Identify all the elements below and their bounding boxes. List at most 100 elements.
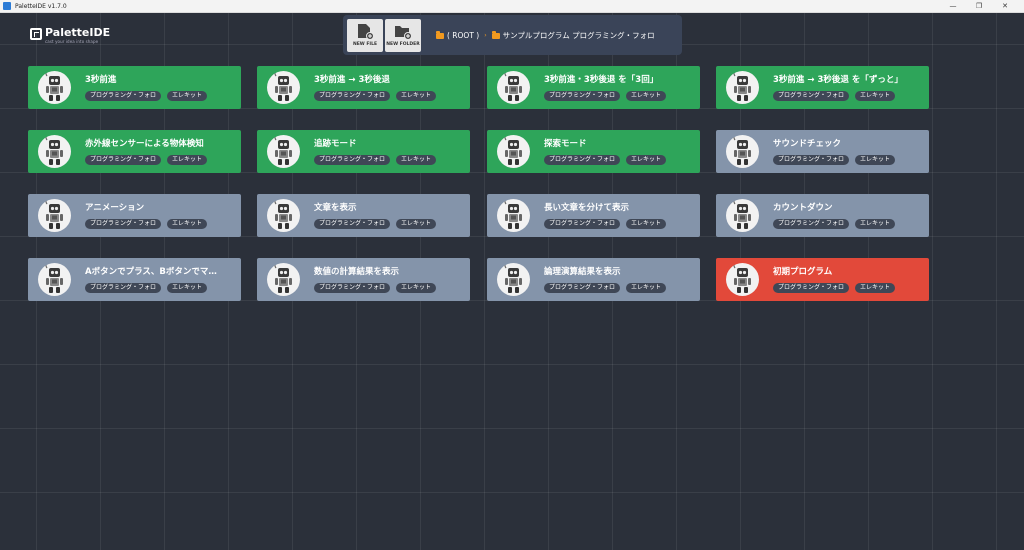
tag-badge: プログラミング・フォロ	[314, 91, 391, 101]
tag-badge: プログラミング・フォロ	[773, 155, 850, 165]
program-card[interactable]: 3秒前進 → 3秒後退 を「ずっと」プログラミング・フォロエレキット	[716, 66, 929, 109]
card-title: 長い文章を分けて表示	[544, 203, 630, 213]
app-icon	[3, 2, 11, 10]
card-title: 探索モード	[544, 139, 587, 149]
card-tags: プログラミング・フォロエレキット	[314, 283, 442, 293]
program-card[interactable]: 探索モードプログラミング・フォロエレキット	[487, 130, 700, 173]
robot-icon	[497, 71, 530, 104]
card-title: Aボタンでプラス、Bボタンでマ…	[85, 267, 217, 277]
robot-icon	[726, 263, 759, 296]
card-tags: プログラミング・フォロエレキット	[544, 155, 672, 165]
program-card[interactable]: 追跡モードプログラミング・フォロエレキット	[257, 130, 470, 173]
robot-icon	[267, 71, 300, 104]
card-title: アニメーション	[85, 203, 145, 213]
tag-badge: エレキット	[626, 155, 667, 165]
folder-icon	[436, 31, 444, 39]
logo-tagline: cast your idea into shape	[45, 39, 99, 44]
title-bar: PaletteIDE v1.7.0 — ❐ ✕	[0, 0, 1024, 13]
tag-badge: エレキット	[396, 219, 437, 229]
tag-badge: プログラミング・フォロ	[544, 219, 621, 229]
tag-badge: プログラミング・フォロ	[314, 283, 391, 293]
tag-badge: エレキット	[855, 91, 896, 101]
tag-badge: エレキット	[626, 283, 667, 293]
program-card[interactable]: Aボタンでプラス、Bボタンでマ… プログラミング・フォロエレキット	[28, 258, 241, 301]
card-title: 数値の計算結果を表示	[314, 267, 400, 277]
close-button[interactable]: ✕	[1002, 2, 1008, 10]
card-tags: プログラミング・フォロエレキット	[773, 155, 901, 165]
tag-badge: プログラミング・フォロ	[773, 219, 850, 229]
card-title: 3秒前進 → 3秒後退 を「ずっと」	[773, 75, 903, 85]
program-card[interactable]: アニメーションプログラミング・フォロエレキット	[28, 194, 241, 237]
tag-badge: エレキット	[626, 219, 667, 229]
tag-badge: エレキット	[855, 219, 896, 229]
robot-icon	[38, 71, 71, 104]
tag-badge: エレキット	[855, 155, 896, 165]
tag-badge: プログラミング・フォロ	[544, 91, 621, 101]
program-card[interactable]: 3秒前進 → 3秒後退プログラミング・フォロエレキット	[257, 66, 470, 109]
tag-badge: エレキット	[396, 283, 437, 293]
logo-icon	[30, 28, 42, 40]
program-card[interactable]: カウントダウンプログラミング・フォロエレキット	[716, 194, 929, 237]
card-tags: プログラミング・フォロエレキット	[85, 283, 213, 293]
program-card[interactable]: 長い文章を分けて表示プログラミング・フォロエレキット	[487, 194, 700, 237]
new-file-button[interactable]: NEW FILE	[347, 19, 383, 52]
robot-icon	[38, 263, 71, 296]
robot-icon	[497, 199, 530, 232]
card-tags: プログラミング・フォロエレキット	[773, 91, 901, 101]
card-title: 追跡モード	[314, 139, 357, 149]
tag-badge: プログラミング・フォロ	[85, 283, 162, 293]
card-tags: プログラミング・フォロエレキット	[314, 155, 442, 165]
tag-badge: プログラミング・フォロ	[314, 219, 391, 229]
robot-icon	[267, 199, 300, 232]
robot-icon	[497, 135, 530, 168]
program-card[interactable]: 3秒前進・3秒後退 を「3回」プログラミング・フォロエレキット	[487, 66, 700, 109]
robot-icon	[267, 135, 300, 168]
card-tags: プログラミング・フォロエレキット	[314, 91, 442, 101]
folder-icon	[491, 31, 500, 39]
card-tags: プログラミング・フォロエレキット	[544, 283, 672, 293]
window-title: PaletteIDE v1.7.0	[15, 2, 67, 10]
breadcrumb-root[interactable]: ( ROOT )	[436, 31, 479, 40]
card-title: 3秒前進 → 3秒後退	[314, 75, 390, 85]
maximize-button[interactable]: ❐	[975, 2, 983, 10]
card-tags: プログラミング・フォロエレキット	[85, 91, 213, 101]
new-folder-icon	[395, 26, 412, 40]
program-card[interactable]: 3秒前進プログラミング・フォロエレキット	[28, 66, 241, 109]
card-tags: プログラミング・フォロエレキット	[314, 219, 442, 229]
new-file-label: NEW FILE	[352, 42, 378, 47]
program-card[interactable]: サウンドチェックプログラミング・フォロエレキット	[716, 130, 929, 173]
robot-icon	[38, 199, 71, 232]
tag-badge: プログラミング・フォロ	[544, 155, 621, 165]
robot-icon	[267, 263, 300, 296]
robot-icon	[726, 135, 759, 168]
program-card[interactable]: 数値の計算結果を表示プログラミング・フォロエレキット	[257, 258, 470, 301]
tag-badge: エレキット	[167, 91, 208, 101]
card-tags: プログラミング・フォロエレキット	[544, 219, 672, 229]
program-card[interactable]: 論理演算結果を表示プログラミング・フォロエレキット	[487, 258, 700, 301]
tag-badge: エレキット	[396, 155, 437, 165]
app-logo: PaletteIDE cast your idea into shape	[30, 27, 110, 44]
breadcrumb-current[interactable]: サンプルプログラム プログラミング・フォロ	[491, 30, 655, 41]
toolbar: NEW FILE NEW FOLDER ( ROOT ) › サンプルプログラム…	[343, 15, 682, 55]
card-title: 3秒前進・3秒後退 を「3回」	[544, 75, 659, 85]
program-card[interactable]: 初期プログラムプログラミング・フォロエレキット	[716, 258, 929, 301]
tag-badge: プログラミング・フォロ	[773, 91, 850, 101]
breadcrumb-separator-icon: ›	[484, 32, 487, 39]
card-title: 論理演算結果を表示	[544, 267, 621, 277]
robot-icon	[497, 263, 530, 296]
card-tags: プログラミング・フォロエレキット	[544, 91, 672, 101]
tag-badge: エレキット	[167, 283, 208, 293]
robot-icon	[726, 199, 759, 232]
new-folder-label: NEW FOLDER	[386, 42, 420, 47]
program-card[interactable]: 赤外線センサーによる物体検知プログラミング・フォロエレキット	[28, 130, 241, 173]
minimize-button[interactable]: —	[949, 2, 957, 10]
tag-badge: エレキット	[396, 91, 437, 101]
new-folder-button[interactable]: NEW FOLDER	[385, 19, 421, 52]
program-card[interactable]: 文章を表示プログラミング・フォロエレキット	[257, 194, 470, 237]
card-title: サウンドチェック	[773, 139, 842, 149]
logo-name: PaletteIDE	[45, 26, 111, 39]
tag-badge: プログラミング・フォロ	[85, 219, 162, 229]
card-tags: プログラミング・フォロエレキット	[773, 219, 901, 229]
window-controls: — ❐ ✕	[940, 0, 1018, 12]
robot-icon	[38, 135, 71, 168]
